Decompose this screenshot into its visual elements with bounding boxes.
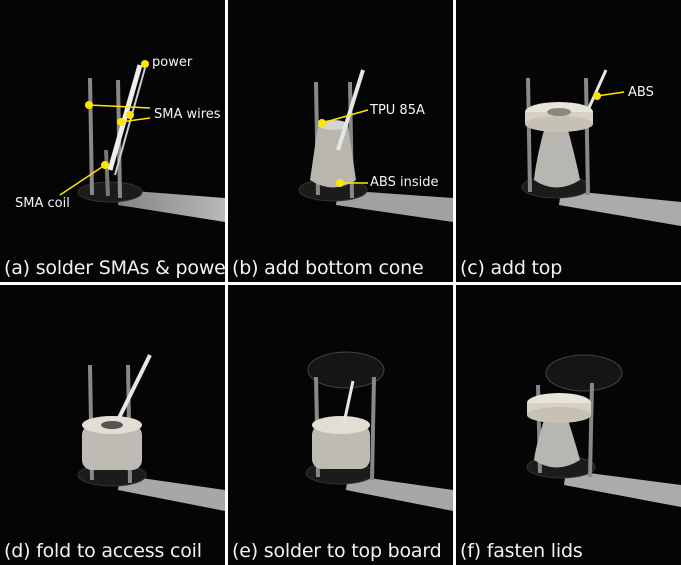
panel-f-photo (526, 354, 681, 507)
panel-e-photo (305, 351, 453, 511)
panel-e: (e) solder to top board (228, 285, 453, 565)
caption-c: (c) add top (460, 257, 563, 279)
panel-b: TPU 85A ABS inside (b) add bottom cone (228, 0, 453, 282)
label-abs: ABS (628, 85, 654, 100)
panel-f: (f) fasten lids (456, 285, 681, 565)
caption-a: (a) solder SMAs & power (4, 257, 225, 279)
panel-c-photo (521, 69, 681, 226)
caption-b: (b) add bottom cone (232, 257, 424, 279)
label-sma-coil: SMA coil (15, 196, 70, 211)
panel-a: power SMA wires SMA coil (a) solder SMAs… (0, 0, 225, 282)
panel-d: (d) fold to access coil (0, 285, 225, 565)
caption-f: (f) fasten lids (460, 540, 583, 562)
label-abs-inside: ABS inside (370, 175, 439, 190)
label-power: power (152, 55, 193, 70)
label-tpu: TPU 85A (370, 103, 425, 118)
label-sma-wires: SMA wires (154, 107, 221, 122)
panel-d-photo (77, 354, 225, 511)
caption-d: (d) fold to access coil (4, 540, 202, 562)
panel-c: ABS (c) add top (456, 0, 681, 282)
panel-a-photo (59, 60, 225, 222)
panel-b-photo (298, 69, 453, 222)
caption-e: (e) solder to top board (232, 540, 442, 562)
